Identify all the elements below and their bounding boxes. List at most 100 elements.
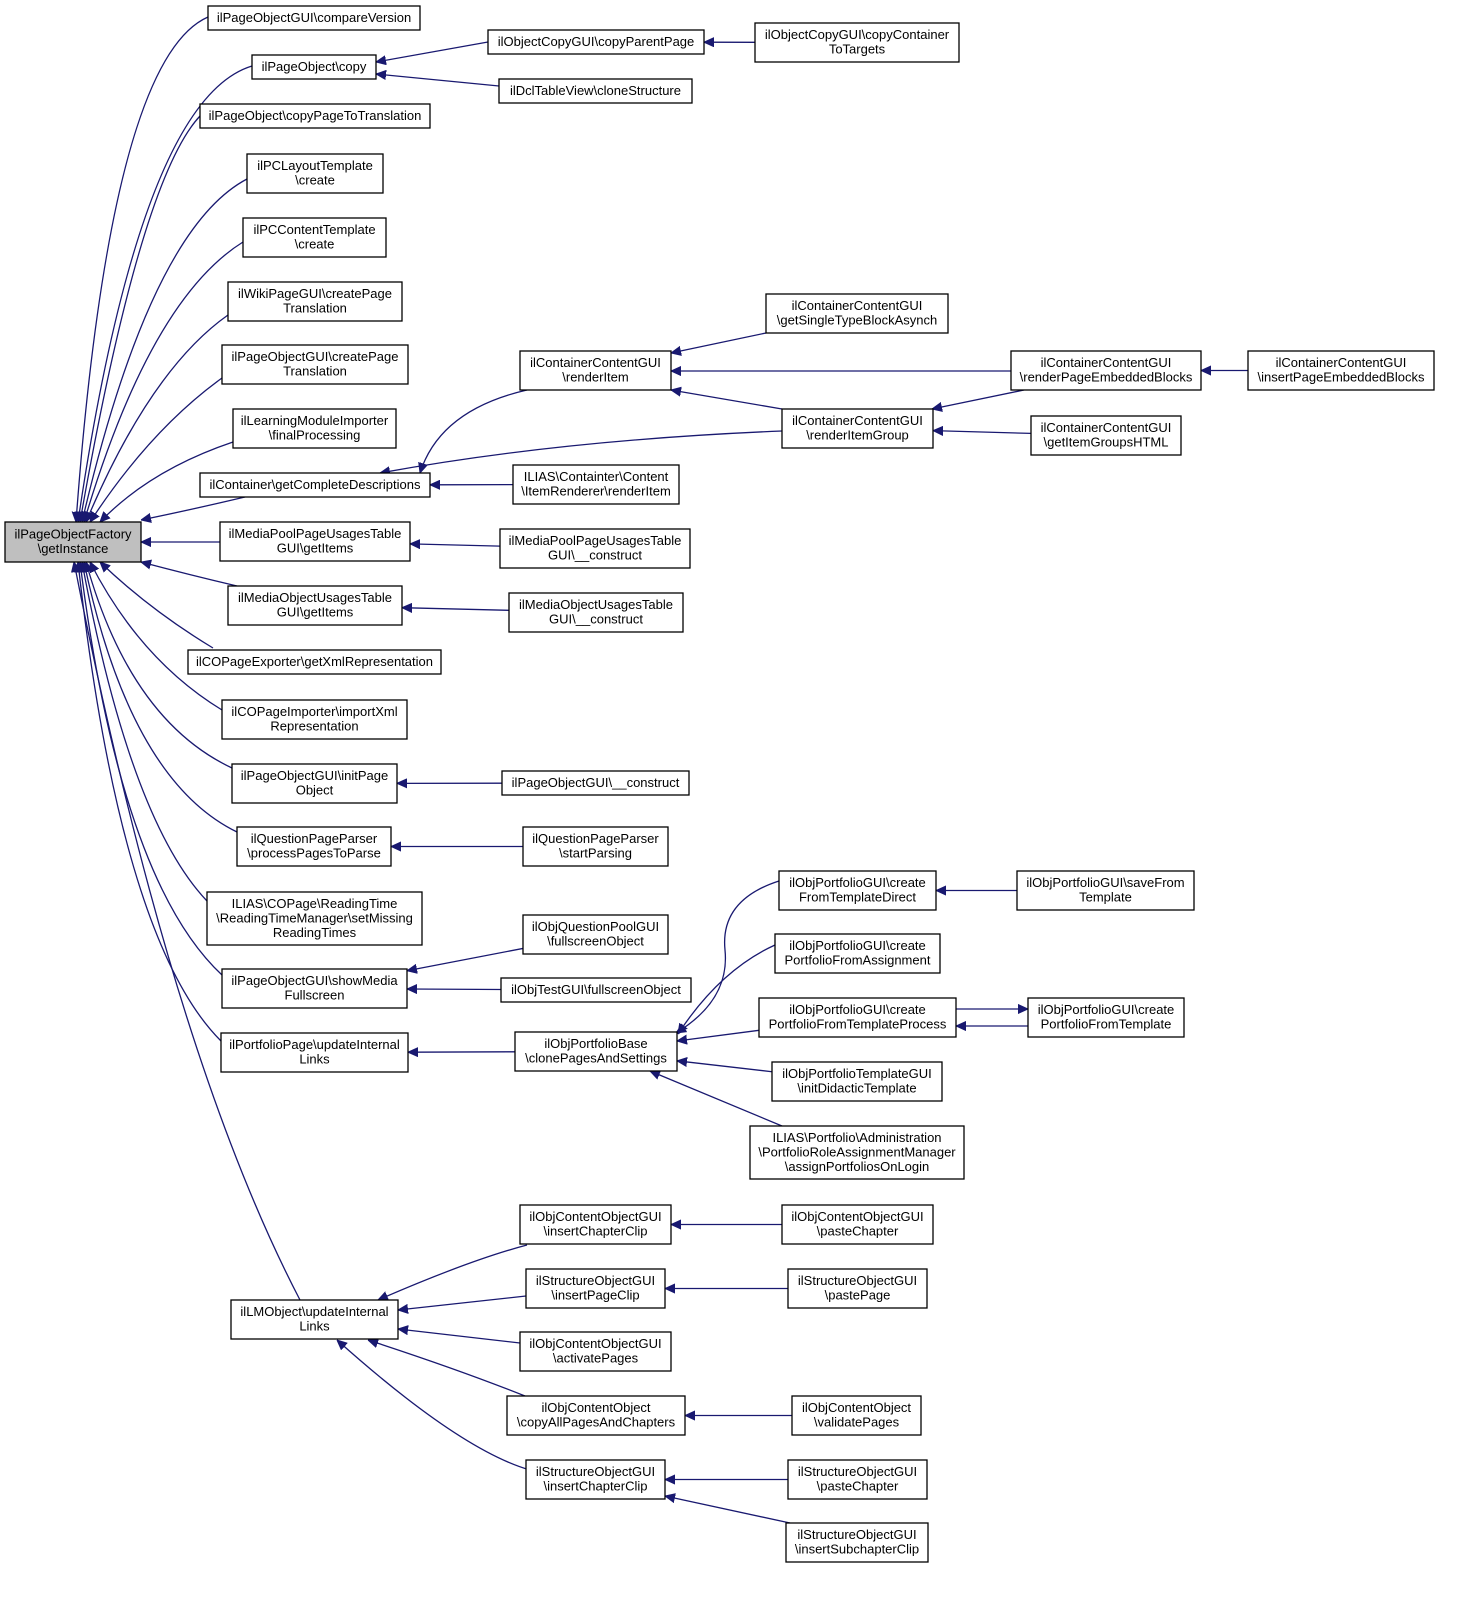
node-box	[246, 153, 384, 194]
node-label-line: ilObjPortfolioBase	[544, 1036, 647, 1051]
graph-node[interactable]: ilPCLayoutTemplate\create	[246, 153, 384, 194]
graph-node[interactable]: ilObjContentObjectGUI\pasteChapter	[781, 1204, 934, 1245]
node-label-line: PortfolioFromTemplateProcess	[769, 1017, 947, 1032]
graph-node[interactable]: ilObjTestGUI\fullscreenObject	[500, 977, 692, 1003]
node-label-line: ilMediaPoolPageUsagesTable	[509, 533, 682, 548]
graph-node[interactable]: ILIAS\COPage\ReadingTime\ReadingTimeMana…	[206, 891, 423, 946]
edge-arrow	[337, 1340, 531, 1471]
edge-arrow	[80, 115, 201, 522]
edge-arrow	[76, 16, 209, 522]
graph-node[interactable]: ilLearningModuleImporter\finalProcessing	[232, 408, 397, 449]
node-label-line: \insertPageClip	[551, 1288, 639, 1303]
graph-node[interactable]: ilObjContentObjectGUI\activatePages	[519, 1331, 672, 1372]
edge-arrow	[678, 944, 776, 1034]
node-label-line: \renderItemGroup	[806, 428, 909, 443]
node-label-line: \startParsing	[559, 846, 632, 861]
graph-node[interactable]: ilObjPortfolioBase\clonePagesAndSettings	[514, 1031, 678, 1072]
node-label-line: ilCOPageExporter\getXmlRepresentation	[196, 654, 433, 669]
node-label-line: \ItemRenderer\renderItem	[521, 484, 671, 499]
edge-n3-to-n2	[376, 41, 489, 62]
edge-arrow	[402, 608, 510, 611]
node-label-line: ilObjectCopyGUI\copyParentPage	[498, 34, 695, 49]
edge-arrow	[650, 1071, 783, 1127]
node-label-line: \renderItem	[562, 370, 628, 385]
node-box	[251, 54, 377, 80]
node-label-line: ilPageObject\copyPageToTranslation	[209, 108, 422, 123]
graph-node[interactable]: ilContainerContentGUI\getItemGroupsHTML	[1030, 415, 1182, 456]
edge-arrow	[676, 880, 780, 1033]
graph-node[interactable]: ilObjPortfolioGUI\createPortfolioFromTem…	[758, 997, 957, 1038]
node-label-line: ilStructureObjectGUI	[536, 1273, 655, 1288]
node-label-line: \create	[295, 173, 335, 188]
graph-node[interactable]: ilQuestionPageParser\startParsing	[522, 826, 669, 867]
root-node[interactable]: ilPageObjectFactory\getInstance	[4, 521, 142, 563]
graph-node[interactable]: ilObjPortfolioGUI\createFromTemplateDire…	[778, 870, 937, 911]
node-label-line: ilObjTestGUI\fullscreenObject	[511, 982, 681, 997]
graph-node[interactable]: ilCOPageExporter\getXmlRepresentation	[187, 649, 442, 675]
graph-node[interactable]: ilPageObject\copyPageToTranslation	[199, 103, 431, 129]
graph-node[interactable]: ilStructureObjectGUI\pastePage	[787, 1268, 928, 1309]
graph-node[interactable]: ilObjPortfolioTemplateGUI\initDidacticTe…	[771, 1061, 943, 1102]
graph-node[interactable]: ilPageObjectGUI\__construct	[501, 770, 690, 796]
node-label-line: \initDidacticTemplate	[797, 1081, 916, 1096]
graph-node[interactable]: ilContainerContentGUI\insertPageEmbedded…	[1247, 350, 1435, 391]
edge-n44-to-n43	[378, 1244, 528, 1300]
edge-n42-to-n35	[650, 1071, 783, 1127]
graph-node[interactable]: ilObjContentObject\copyAllPagesAndChapte…	[506, 1395, 686, 1436]
graph-node[interactable]: ilMediaPoolPageUsagesTableGUI\__construc…	[499, 528, 691, 569]
edge-n12-to-root	[141, 496, 246, 520]
graph-node[interactable]: ilObjPortfolioGUI\createPortfolioFromTem…	[1027, 997, 1185, 1038]
graph-node[interactable]: ilStructureObjectGUI\insertSubchapterCli…	[785, 1522, 929, 1563]
node-label-line: ilObjContentObjectGUI	[529, 1209, 661, 1224]
graph-node[interactable]: ilObjContentObjectGUI\insertChapterClip	[519, 1204, 672, 1245]
graph-node[interactable]: ILIAS\Containter\Content\ItemRenderer\re…	[512, 464, 680, 505]
node-label-line: ilLMObject\updateInternal	[240, 1304, 388, 1319]
graph-node[interactable]: ilStructureObjectGUI\pasteChapter	[787, 1459, 928, 1500]
graph-node[interactable]: ilObjectCopyGUI\copyParentPage	[487, 29, 705, 55]
graph-node[interactable]: ilStructureObjectGUI\insertPageClip	[525, 1268, 666, 1309]
node-label-line: Links	[299, 1052, 330, 1067]
node-label-line: GUI\__construct	[549, 612, 643, 627]
graph-node[interactable]: ilPageObject\copy	[251, 54, 377, 80]
graph-node[interactable]: ilQuestionPageParser\processPagesToParse	[236, 826, 392, 867]
node-label-line: ilPortfolioPage\updateInternal	[229, 1037, 400, 1052]
graph-node[interactable]: ilContainerContentGUI\renderItem	[519, 350, 672, 391]
graph-node[interactable]: ilContainerContentGUI\renderItemGroup	[781, 408, 934, 449]
node-label-line: GUI\getItems	[277, 541, 354, 556]
graph-node[interactable]: ilDclTableView\cloneStructure	[498, 78, 693, 104]
node-label-line: ilContainerContentGUI	[792, 298, 923, 313]
graph-node[interactable]: ilPageObjectGUI\compareVersion	[207, 5, 421, 31]
graph-node[interactable]: ilContainer\getCompleteDescriptions	[199, 472, 431, 498]
graph-node[interactable]: ilObjContentObject\validatePages	[791, 1395, 922, 1436]
edge-arrow	[398, 1329, 521, 1344]
edge-n17-to-n13	[671, 390, 783, 410]
edge-n7-to-root	[82, 178, 248, 522]
node-label-line: ilContainerContentGUI	[792, 413, 923, 428]
node-label-line: ilStructureObjectGUI	[797, 1527, 916, 1542]
node-label-line: ilMediaPoolPageUsagesTable	[229, 526, 402, 541]
node-label-line: ilObjPortfolioGUI\create	[1038, 1002, 1175, 1017]
graph-node[interactable]: ilContainerContentGUI\renderPageEmbedded…	[1010, 350, 1202, 391]
graph-node[interactable]: ILIAS\Portfolio\Administration\Portfolio…	[749, 1125, 965, 1180]
edge-n41-to-n35	[677, 1061, 773, 1073]
graph-node[interactable]: ilObjPortfolioGUI\createPortfolioFromAss…	[774, 933, 941, 974]
node-box	[525, 1459, 666, 1500]
edge-n39-to-n35	[677, 1029, 760, 1041]
graph-node[interactable]: ilStructureObjectGUI\insertChapterClip	[525, 1459, 666, 1500]
graph-node[interactable]: ilPCContentTemplate\create	[242, 217, 387, 258]
graph-node[interactable]: ilObjQuestionPoolGUI\fullscreenObject	[522, 914, 669, 955]
edge-arrow	[82, 178, 248, 522]
graph-node[interactable]: ilContainerContentGUI\getSingleTypeBlock…	[765, 293, 949, 334]
